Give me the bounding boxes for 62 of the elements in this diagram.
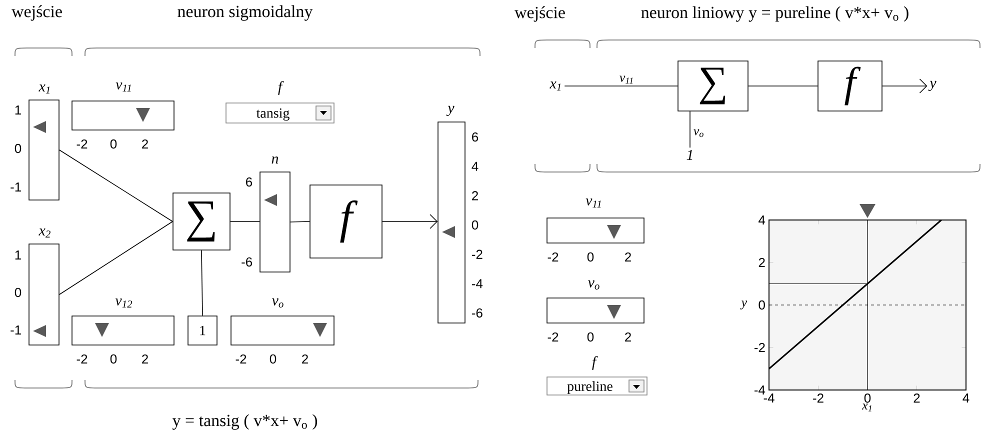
heading: neuron sigmoidalny: [178, 5, 313, 21]
tick-label: 2: [142, 354, 148, 364]
tick-label: -1: [10, 326, 21, 334]
tick-label: 1: [15, 106, 21, 114]
x-tick-label: 0: [864, 394, 871, 403]
x-tick-label: 4: [962, 394, 970, 402]
x-tick-label: -2: [813, 394, 824, 403]
tick-label: -2: [236, 354, 246, 364]
tick-label: 6: [472, 132, 478, 142]
tick-label: 4: [472, 162, 478, 171]
slider-label: x$_{1}$: [38, 84, 50, 94]
tick-label: 0: [587, 332, 594, 342]
tick-label: -2: [548, 332, 558, 342]
tick-label: -2: [76, 139, 88, 149]
edge-label: v$_{11}$: [618, 74, 636, 85]
slider-label: y: [446, 106, 454, 116]
slider-label: v$_{11}$: [116, 82, 131, 92]
dropdown-label: f: [592, 356, 598, 370]
tick-label: 1: [15, 250, 21, 260]
heading: neuron liniowy y = pureline ( v*x+ v$_{o}$ ): [641, 6, 908, 22]
dropdown-label: f: [278, 81, 284, 95]
edge-label: v$_{o}$: [692, 128, 706, 138]
tick-label: 2: [625, 332, 631, 342]
y-tick-label: 4: [758, 216, 766, 224]
slider-label: x$_{2}$: [38, 228, 50, 238]
tick-label: 0: [110, 139, 117, 149]
heading: wejście: [12, 5, 62, 21]
y-tick-label: -4: [754, 386, 766, 394]
tick-label: 0: [587, 252, 594, 262]
tick-label: -2: [472, 250, 482, 259]
tick-label: -6: [242, 257, 252, 267]
caption-formula: y = tansig ( v*x+ v$_{o}$ ): [172, 414, 318, 430]
tick-label: 0: [14, 288, 22, 298]
y-tick-label: 0: [758, 300, 765, 310]
slider-label: v$_{12}$: [115, 298, 132, 308]
line-chart: -4 -2 0 2 4 -4 -2 0 2 4 x$_{1}$ y: [740, 216, 970, 412]
tick-label: 6: [246, 177, 252, 187]
tick-label: -2: [76, 354, 88, 364]
tick-label: 0: [14, 144, 22, 154]
tick-label: 0: [270, 354, 276, 364]
tick-label: -4: [472, 279, 483, 288]
tick-label: 0: [110, 354, 117, 364]
tick-label: 2: [142, 139, 148, 149]
y-tick-label: -2: [754, 342, 765, 352]
tick-label: -1: [10, 182, 21, 192]
tick-label: 0: [472, 220, 478, 230]
slider-label: v$_{11}$: [586, 198, 601, 208]
slider-label: n: [272, 156, 278, 164]
tick-label: 2: [472, 191, 478, 200]
heading: wejście: [514, 6, 565, 22]
x-axis-title: x$_{1}$: [862, 404, 872, 412]
tick-label: -6: [472, 308, 482, 318]
y-tick-label: 2: [758, 258, 765, 268]
x-tick-label: 2: [914, 394, 920, 403]
dropdown-menu: pureline: [546, 376, 648, 396]
tick-label: 2: [302, 354, 308, 364]
slider-label: v$_{o}$: [272, 298, 284, 308]
tick-label: -2: [548, 252, 558, 262]
y-axis-title: y: [740, 300, 748, 310]
slider-label: v$_{o}$: [588, 280, 600, 290]
tick-label: 2: [625, 252, 631, 262]
dropdown-menu: tansig: [226, 102, 334, 124]
